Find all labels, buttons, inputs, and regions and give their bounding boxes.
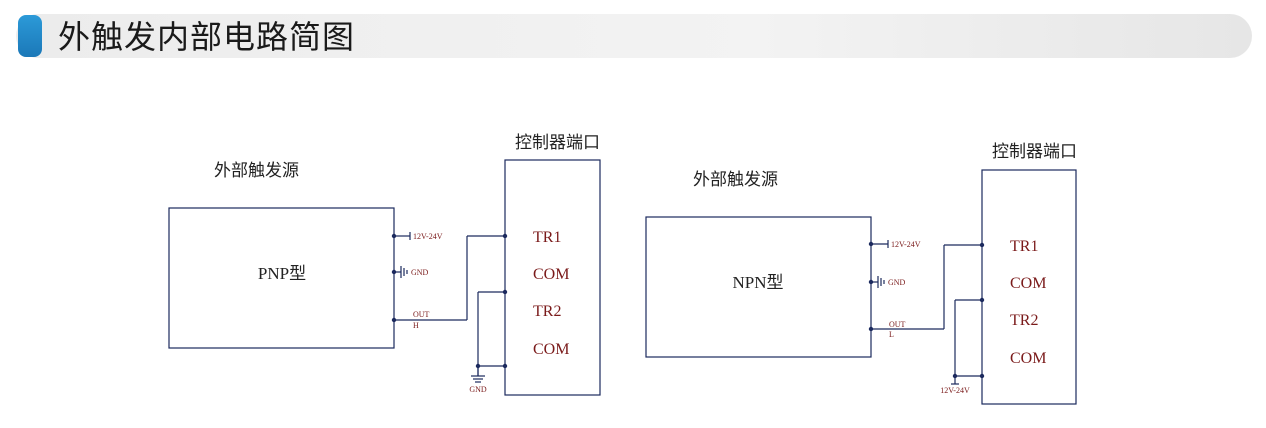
npn-port-com1: COM [1010,275,1046,292]
npn-out-state: L [889,330,894,339]
npn-port-tr2: TR2 [1010,312,1038,329]
pnp-controller-box [504,159,601,396]
npn-gnd-label: GND [888,278,906,287]
npn-controller-box [981,169,1077,405]
npn-source-title: 外部触发源 [693,170,778,190]
npn-bottom-label: 12V-24V [940,386,970,395]
npn-out-label: OUT [889,320,906,329]
pnp-port-tr1: TR1 [533,229,561,246]
page-title: 外触发内部电路简图 [58,18,356,56]
npn-device-label: NPN型 [732,273,783,292]
npn-port-tr1: TR1 [1010,238,1038,255]
pnp-gnd-label: GND [411,268,429,277]
header-accent [18,15,42,57]
npn-circuit [645,169,1077,405]
pnp-out-label: OUT [413,310,430,319]
pnp-source-title: 外部触发源 [214,161,299,181]
pnp-device-label: PNP型 [258,264,306,283]
header-bar [16,14,1252,58]
npn-source-box [645,216,872,358]
pnp-bottom-label: GND [469,385,487,394]
pnp-port-tr2: TR2 [533,303,561,320]
npn-controller-title: 控制器端口 [992,142,1077,162]
pnp-port-com2: COM [533,341,569,358]
npn-supply-label: 12V-24V [891,240,921,249]
pnp-out-state: H [413,321,419,330]
npn-port-com2: COM [1010,350,1046,367]
pnp-port-com1: COM [533,266,569,283]
pnp-controller-title: 控制器端口 [515,133,600,153]
pnp-supply-label: 12V-24V [413,232,443,241]
pnp-source-box [168,207,395,349]
